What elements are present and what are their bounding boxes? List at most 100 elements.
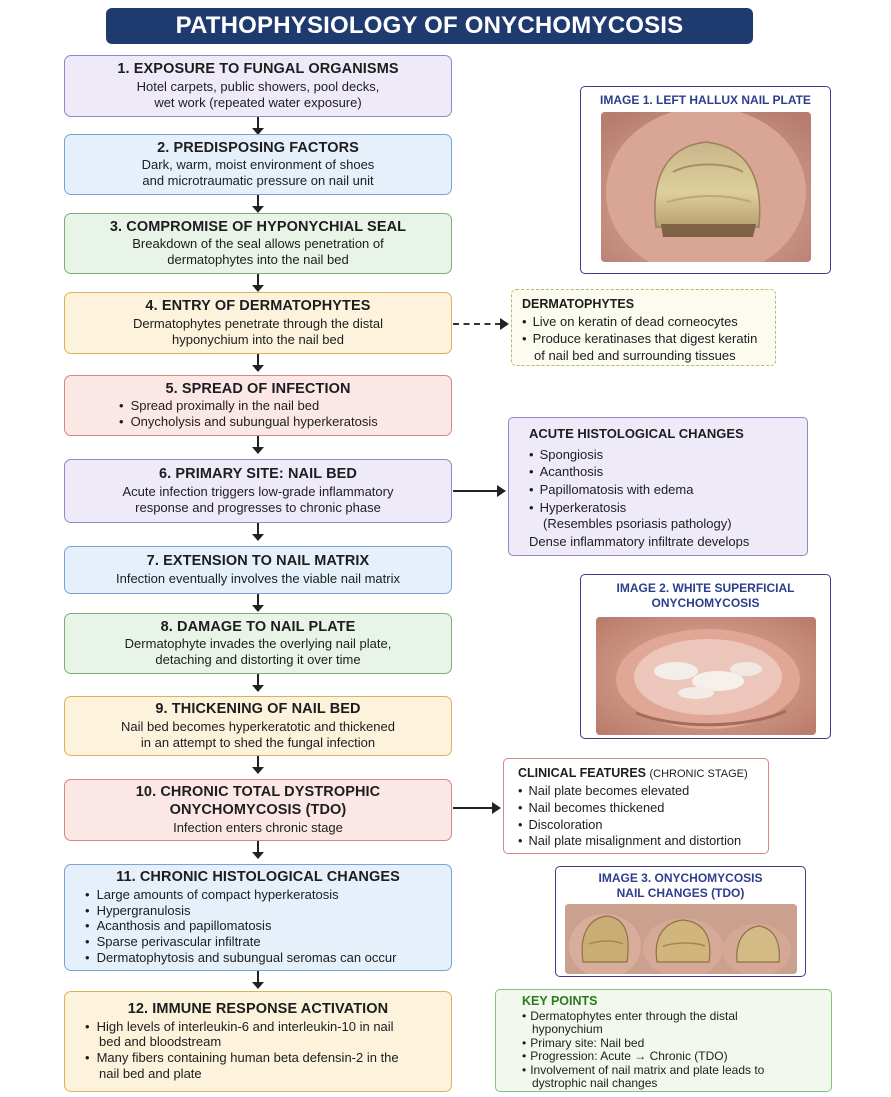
step-exposure: 1. EXPOSURE TO FUNGAL ORGANISMS Hotel ca…	[64, 55, 452, 117]
list-item: Spread proximally in the nail bed	[119, 398, 378, 414]
white-superficial-photo	[595, 617, 816, 735]
list-item: Acanthosis	[529, 463, 787, 481]
step-spread-of-infection: 5. SPREAD OF INFECTION Spread proximally…	[64, 375, 452, 436]
box-bullets: Nail plate becomes elevated Nail becomes…	[518, 783, 754, 850]
box-title: ACUTE HISTOLOGICAL CHANGES	[529, 426, 744, 441]
box-note: (Resembles psoriasis pathology)	[543, 516, 732, 532]
step-title: 7. EXTENSION TO NAIL MATRIX	[146, 553, 370, 570]
box-bullets: Spongiosis Acanthosis Papillomatosis wit…	[529, 446, 787, 516]
image-caption: IMAGE 3. ONYCHOMYCOSIS NAIL CHANGES (TDO…	[592, 867, 768, 904]
step-thickening-of-nail-bed: 9. THICKENING OF NAIL BED Nail bed becom…	[64, 696, 452, 756]
step-line: Dermatophytes penetrate through the dist…	[132, 315, 384, 331]
box-subtitle: (CHRONIC STAGE)	[649, 768, 748, 780]
step-line: Nail bed becomes hyperkeratotic and thic…	[121, 718, 395, 734]
list-item: High levels of interleukin-6 and interle…	[85, 1019, 413, 1051]
step-line: in an attempt to shed the fungal infecti…	[140, 734, 376, 750]
flow-arrow-down	[252, 674, 264, 692]
image-2-panel: IMAGE 2. WHITE SUPERFICIAL ONYCHOMYCOSIS	[580, 574, 831, 739]
list-item: Nail plate misalignment and distortion	[518, 833, 754, 850]
list-item: Spongiosis	[529, 446, 787, 464]
list-item: Many fibers containing human beta defens…	[85, 1050, 413, 1082]
list-item: Primary site: Nail bed	[522, 1036, 805, 1050]
step-bullets: Spread proximally in the nail bed Onycho…	[73, 398, 378, 430]
step-hyponychial-seal: 3. COMPROMISE OF HYPONYCHIAL SEAL Breakd…	[64, 213, 452, 274]
list-item: Papillomatosis with edema	[529, 481, 787, 499]
step-line: Infection enters chronic stage	[173, 819, 343, 835]
flow-arrow-down	[252, 274, 264, 292]
arrow-to-clinical-features	[453, 802, 501, 814]
step-predisposing-factors: 2. PREDISPOSING FACTORS Dark, warm, mois…	[64, 134, 452, 195]
step-title: 6. PRIMARY SITE: NAIL BED	[158, 466, 357, 483]
clinical-features-box: CLINICAL FEATURES (CHRONIC STAGE) Nail p…	[503, 758, 769, 854]
acute-histological-changes-box: ACUTE HISTOLOGICAL CHANGES Spongiosis Ac…	[508, 417, 808, 556]
flow-arrow-down	[252, 354, 264, 372]
tdo-nails-photo	[564, 904, 797, 974]
box-title-main: CLINICAL FEATURES	[518, 766, 647, 780]
box-title: DERMATOPHYTES	[522, 297, 635, 311]
list-item: Involvement of nail matrix and plate lea…	[522, 1063, 805, 1091]
image-caption-line: NAIL CHANGES (TDO)	[616, 886, 745, 900]
step-bullets: High levels of interleukin-6 and interle…	[73, 1019, 413, 1082]
flow-arrow-down	[252, 436, 264, 454]
step-title: 8. DAMAGE TO NAIL PLATE	[160, 618, 356, 635]
image-caption: IMAGE 1. LEFT HALLUX NAIL PLATE	[600, 93, 811, 107]
dashed-arrow-to-dermatophytes	[453, 318, 509, 330]
flow-arrow-down	[252, 594, 264, 612]
arrow-to-acute-changes	[453, 485, 506, 497]
step-title: 10. CHRONIC TOTAL DYSTROPHIC	[135, 784, 381, 801]
image-1-panel: IMAGE 1. LEFT HALLUX NAIL PLATE	[580, 86, 831, 274]
step-line: Infection eventually involves the viable…	[116, 570, 400, 586]
step-bullets: Large amounts of compact hyperkeratosis …	[73, 887, 397, 966]
step-primary-site: 6. PRIMARY SITE: NAIL BED Acute infectio…	[64, 459, 452, 523]
step-title: 9. THICKENING OF NAIL BED	[155, 701, 361, 718]
flow-arrow-down	[252, 756, 264, 774]
step-title: 11. CHRONIC HISTOLOGICAL CHANGES	[116, 869, 400, 885]
list-item: Hyperkeratosis	[529, 499, 787, 517]
flow-arrow-down	[252, 523, 264, 541]
box-bullets: Live on keratin of dead corneocytes Prod…	[522, 314, 765, 365]
step-title: ONYCHOMYCOSIS (TDO)	[169, 802, 347, 819]
image-3-panel: IMAGE 3. ONYCHOMYCOSIS NAIL CHANGES (TDO…	[555, 866, 806, 977]
list-item: Dermatophytes enter through the distal h…	[522, 1009, 805, 1037]
list-item: Discoloration	[518, 817, 754, 834]
flow-arrow-down	[252, 195, 264, 213]
list-item: Dermatophytosis and subungual seromas ca…	[85, 950, 397, 966]
image-caption-line: IMAGE 3. ONYCHOMYCOSIS	[598, 871, 763, 885]
box-footer: Dense inflammatory infiltrate develops	[529, 533, 750, 549]
flow-arrow-down	[252, 117, 264, 135]
list-item: Live on keratin of dead corneocytes	[522, 314, 765, 331]
list-item: Produce keratinases that digest keratin …	[522, 331, 765, 365]
step-title: 12. IMMUNE RESPONSE ACTIVATION	[127, 1000, 389, 1017]
step-line: Acute infection triggers low-grade infla…	[122, 483, 394, 499]
step-line: Dark, warm, moist environment of shoes	[141, 157, 375, 173]
list-item: Nail plate becomes elevated	[518, 783, 754, 800]
image-caption-line: IMAGE 2. WHITE SUPERFICIAL	[616, 581, 795, 595]
step-line: hyponychium into the nail bed	[171, 331, 344, 347]
step-chronic-tdo: 10. CHRONIC TOTAL DYSTROPHIC ONYCHOMYCOS…	[64, 779, 452, 841]
step-line: response and progresses to chronic phase	[135, 499, 381, 515]
step-title: 3. COMPROMISE OF HYPONYCHIAL SEAL	[109, 218, 407, 235]
step-title: 1. EXPOSURE TO FUNGAL ORGANISMS	[117, 61, 399, 78]
dermatophytes-box: DERMATOPHYTES Live on keratin of dead co…	[511, 289, 776, 366]
step-chronic-histological-changes: 11. CHRONIC HISTOLOGICAL CHANGES Large a…	[64, 864, 452, 971]
image-caption-line: ONYCHOMYCOSIS	[651, 596, 760, 610]
list-item: Onycholysis and subungual hyperkeratosis	[119, 414, 378, 430]
step-line: wet work (repeated water exposure)	[154, 94, 362, 110]
list-item: Hypergranulosis	[85, 903, 396, 919]
step-line: Dermatophyte invades the overlying nail …	[124, 636, 392, 652]
hallux-nail-photo	[600, 112, 811, 262]
list-item: Acanthosis and papillomatosis	[85, 918, 396, 934]
step-title: 2. PREDISPOSING FACTORS	[157, 139, 359, 156]
step-line: Hotel carpets, public showers, pool deck…	[136, 78, 380, 94]
page-title: PATHOPHYSIOLOGY OF ONYCHOMYCOSIS	[106, 8, 753, 44]
box-title: CLINICAL FEATURES (CHRONIC STAGE)	[518, 765, 754, 781]
step-immune-response: 12. IMMUNE RESPONSE ACTIVATION High leve…	[64, 991, 452, 1092]
step-entry-of-dermatophytes: 4. ENTRY OF DERMATOPHYTES Dermatophytes …	[64, 292, 452, 354]
list-item: Progression: Acute → Chronic (TDO)	[522, 1049, 805, 1063]
step-line: Breakdown of the seal allows penetration…	[132, 236, 384, 252]
step-line: and microtraumatic pressure on nail unit	[142, 173, 374, 189]
list-item: Large amounts of compact hyperkeratosis	[85, 887, 396, 903]
step-title: 5. SPREAD OF INFECTION	[165, 380, 351, 397]
step-line: detaching and distorting it over time	[155, 652, 361, 668]
step-line: dermatophytes into the nail bed	[167, 252, 349, 268]
